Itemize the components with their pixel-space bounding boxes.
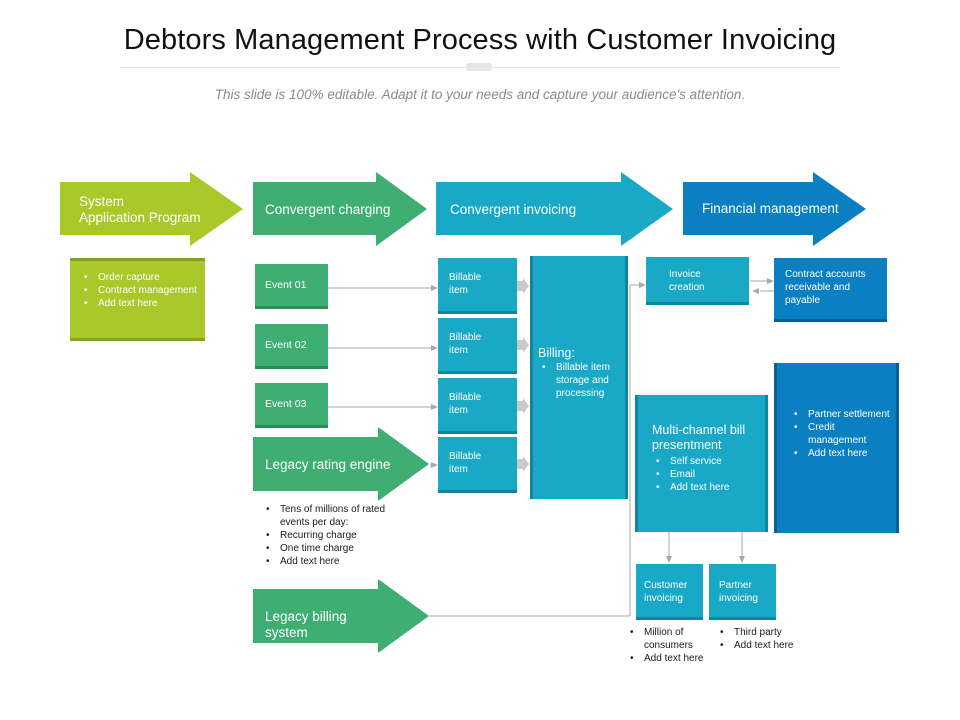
- legacy-billing-label: Legacy billing system: [265, 609, 347, 640]
- multichannel-item: Self service: [652, 455, 764, 468]
- event-connectors: [328, 280, 774, 617]
- partner-panel: Partner settlement Credit management Add…: [790, 408, 895, 460]
- billing-item: Billable item storage and processing: [538, 361, 624, 400]
- stage-label-financial: Financial management: [702, 201, 839, 216]
- stage-arrow-invoicing: [436, 172, 673, 246]
- partner-panel-item: Add text here: [790, 447, 895, 460]
- billing-title: Billing:: [538, 346, 575, 360]
- page-subtitle: This slide is 100% editable. Adapt it to…: [214, 87, 746, 102]
- event-box-03: Event 03: [255, 383, 328, 428]
- billable-to-billing-arrows: [516, 278, 529, 472]
- multichannel-title: Multi-channel bill presentment: [652, 423, 746, 452]
- multichannel-panel: Multi-channel bill presentment Self serv…: [652, 423, 764, 494]
- customer-invoicing-note: Million of consumers: [626, 626, 716, 652]
- sap-item: Contract management: [80, 284, 202, 297]
- partner-invoicing-notes: Third party Add text here: [716, 626, 816, 652]
- billable-item-2: Billable item: [438, 318, 517, 374]
- billable-item-3: Billable item: [438, 378, 517, 434]
- partner-panel-item: Partner settlement: [790, 408, 895, 421]
- legacy-rating-note: Recurring charge: [262, 529, 412, 542]
- billable-item-1: Billable item: [438, 258, 517, 314]
- invoice-creation-box: Invoice creation: [646, 257, 749, 305]
- multichannel-item: Email: [652, 468, 764, 481]
- legacy-rating-note: One time charge: [262, 542, 412, 555]
- billing-panel: Billing: Billable item storage and proce…: [538, 346, 624, 400]
- connector-arrowheads: [431, 278, 774, 563]
- event-box-01: Event 01: [255, 264, 328, 309]
- stage-arrow-sap: [60, 172, 243, 246]
- legacy-rating-notes: Tens of millions of rated events per day…: [262, 503, 412, 568]
- stage-arrow-financial: [683, 172, 866, 246]
- customer-invoicing-note: Add text here: [626, 652, 716, 665]
- legacy-rating-label: Legacy rating engine: [265, 457, 391, 472]
- customer-invoicing-box: Customer invoicing: [636, 564, 703, 620]
- page-title: Debtors Management Process with Customer…: [123, 24, 837, 56]
- stage-label-invoicing: Convergent invoicing: [450, 202, 577, 217]
- customer-invoicing-notes: Million of consumers Add text here: [626, 626, 716, 665]
- legacy-rating-note: Add text here: [262, 555, 412, 568]
- multichannel-item: Add text here: [652, 481, 764, 494]
- partner-invoicing-note: Add text here: [716, 639, 816, 652]
- event-box-02: Event 02: [255, 324, 328, 369]
- stage-label-charging: Convergent charging: [265, 202, 391, 217]
- partner-invoicing-note: Third party: [716, 626, 816, 639]
- partner-panel-item: Credit management: [790, 421, 895, 447]
- stage-label-sap: System Application Program: [79, 194, 201, 225]
- legacy-rating-arrow: [253, 427, 429, 501]
- title-divider-knob: [466, 63, 492, 71]
- sap-box: Order capture Contract management Add te…: [80, 271, 202, 310]
- legacy-billing-arrow: [253, 579, 429, 653]
- stage-arrow-charging: [253, 172, 427, 246]
- sap-item: Order capture: [80, 271, 202, 284]
- partner-invoicing-box: Partner invoicing: [709, 564, 776, 620]
- contract-accounts-box: Contract accounts receivable and payable: [774, 258, 887, 322]
- legacy-rating-note: Tens of millions of rated events per day…: [262, 503, 412, 529]
- billable-item-4: Billable item: [438, 437, 517, 493]
- sap-item: Add text here: [80, 297, 202, 310]
